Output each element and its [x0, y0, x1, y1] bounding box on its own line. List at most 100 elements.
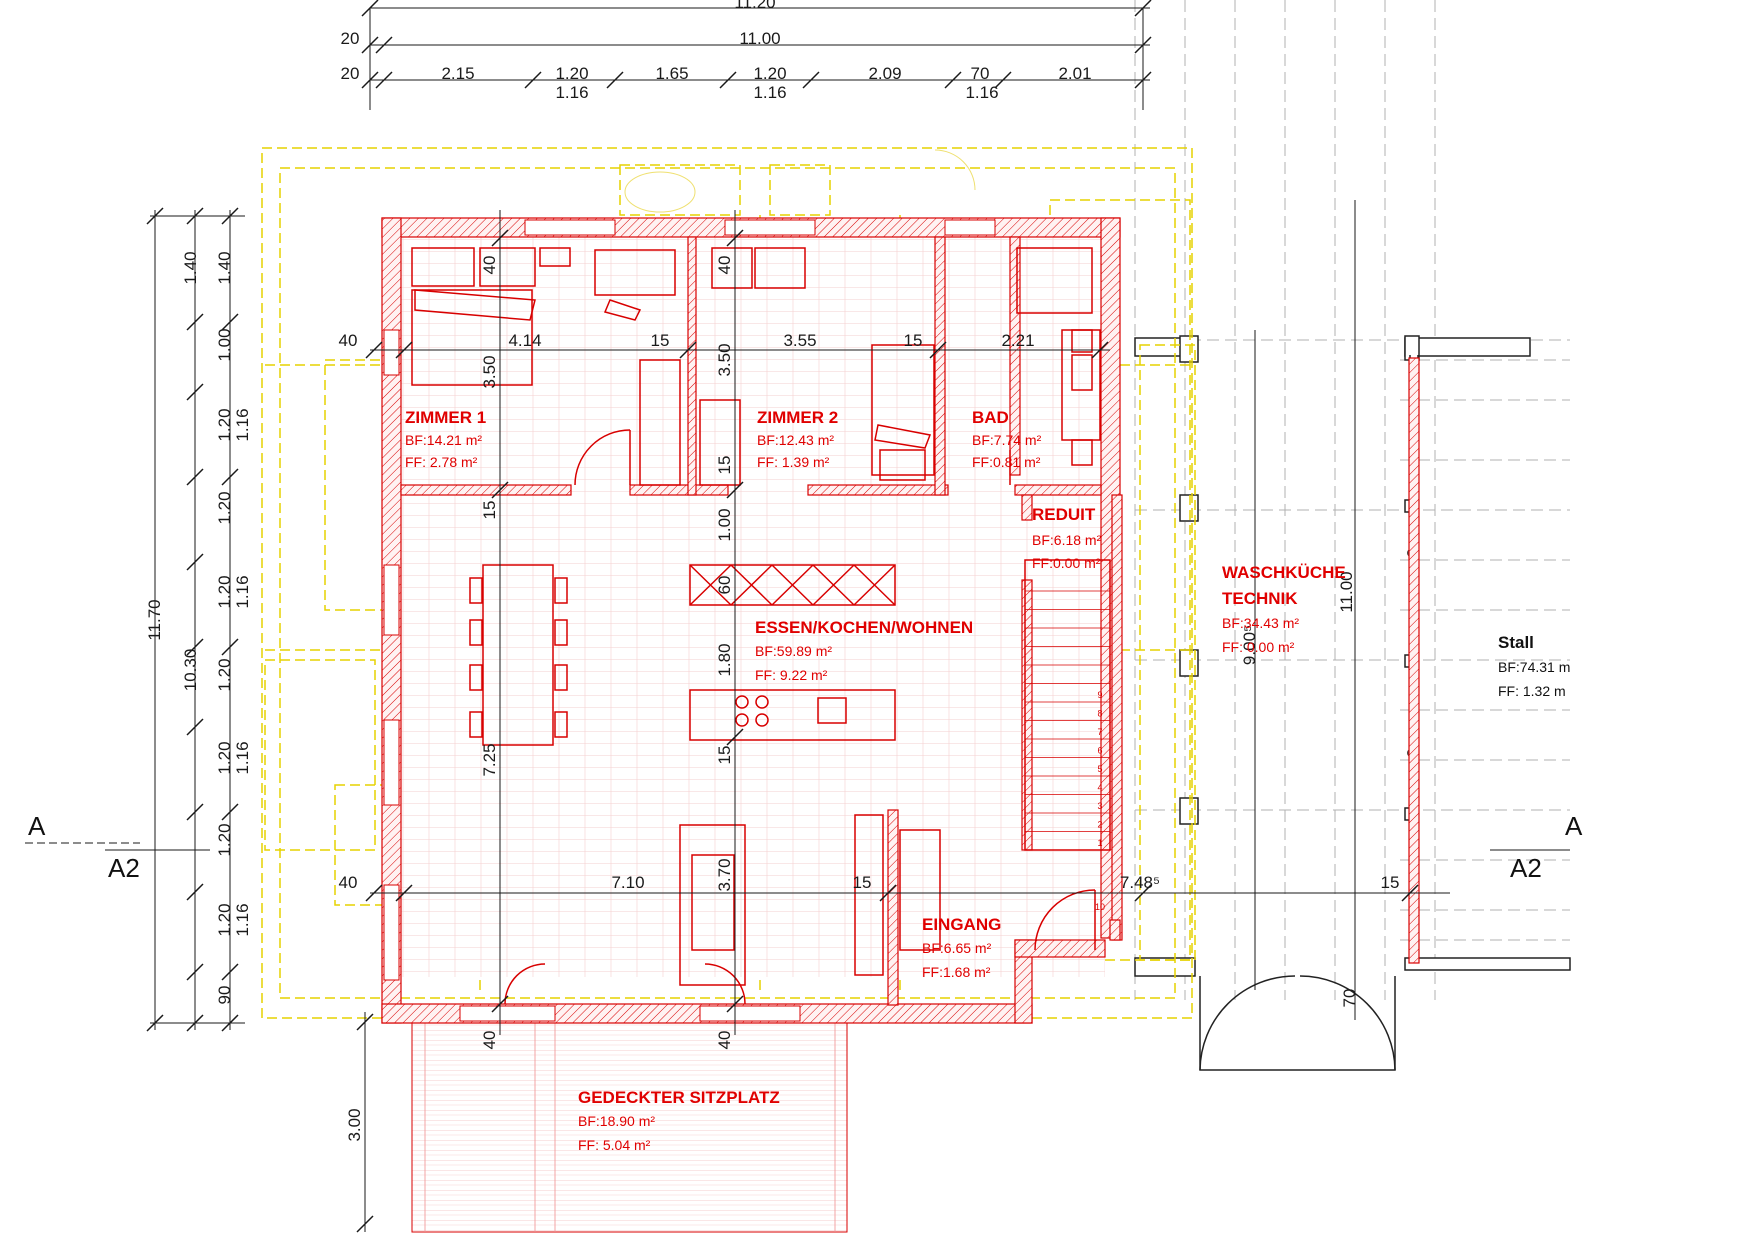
dim-left-inner: 10.30 [181, 649, 200, 692]
room-ff: FF: 9.22 m² [755, 667, 828, 683]
room-ff: FF: 1.32 m [1498, 683, 1566, 699]
room-ff: FF:0.81 m² [972, 454, 1041, 470]
doors [504, 429, 1096, 1005]
dim-left-chain: 1.20 [215, 741, 234, 774]
dim-inner-v: 15 [715, 456, 734, 475]
furniture [411, 247, 1111, 986]
dim-inner-v: 7.25 [480, 743, 499, 776]
dim-annex: 11.00 [1337, 571, 1356, 612]
room-stall: Stall BF:74.31 m FF: 1.32 m [1498, 633, 1570, 699]
room-name: ZIMMER 2 [757, 408, 838, 427]
dim-top-seg: 1.20 [753, 64, 786, 83]
room-bf: BF:59.89 m² [755, 643, 832, 659]
stair-step-number: 10 [1095, 902, 1105, 912]
dim-annex: 9.00⁵ [1240, 625, 1259, 665]
dim-inner-v: 40 [715, 256, 734, 275]
dim-inner-v: 1.80 [715, 643, 734, 676]
dim-left-total: 11.70 [145, 599, 164, 640]
dim-left-chain-b: 1.40 [215, 251, 234, 284]
room-name: EINGANG [922, 915, 1001, 934]
dim-inner-v: 3.50 [715, 343, 734, 376]
dim-inner: 4.14 [508, 331, 541, 350]
dim-top-seg: 2.15 [441, 64, 474, 83]
dim-inner-row2: 15 [853, 873, 872, 892]
section-a-left: A [28, 811, 46, 841]
dim-inner-row2: 7.48⁵ [1120, 873, 1160, 892]
stair-step-number: 2 [1097, 820, 1102, 830]
dim-inner-v: 60 [715, 576, 734, 595]
room-essen-kochen-wohnen: ESSEN/KOCHEN/WOHNEN BF:59.89 m² FF: 9.22… [755, 618, 973, 683]
dimension-lines [146, 0, 1450, 1233]
room-name-2: TECHNIK [1222, 589, 1298, 608]
room-ff: FF: 5.04 m² [578, 1137, 651, 1153]
room-reduit: REDUIT BF:6.18 m² FF:0.00 m² [1032, 505, 1102, 571]
room-bad: BAD BF:7.74 m² FF:0.81 m² [972, 408, 1042, 470]
dim-left-chain: 1.00 [215, 328, 234, 361]
stair-step-number: 7 [1097, 727, 1102, 737]
room-labels: ZIMMER 1 BF:14.21 m² FF: 2.78 m² ZIMMER … [405, 408, 1570, 1153]
room-name: WASCHKÜCHE [1222, 563, 1346, 582]
section-a2-right: A2 [1510, 853, 1542, 883]
room-ff: FF: 1.39 m² [757, 454, 830, 470]
dim-left-chain: 1.20 [215, 658, 234, 691]
stair-step-number: 6 [1097, 746, 1102, 756]
room-ff: FF:0.00 m² [1032, 555, 1101, 571]
room-bf: BF:34.43 m² [1222, 615, 1299, 631]
dim-inner-v: 40 [480, 256, 499, 275]
dim-left-chain: 1.20 [215, 575, 234, 608]
stair-step-number: 4 [1097, 783, 1102, 793]
dim-inner-v: 3.50 [480, 355, 499, 388]
annex-structure [1134, 0, 1571, 1071]
section-markers: A A2 A2 A [25, 811, 1583, 883]
room-ff: FF: 2.78 m² [405, 454, 478, 470]
room-eingang: EINGANG BF:6.65 m² FF:1.68 m² [922, 915, 1001, 980]
dim-left-chain: 1.20 [215, 823, 234, 856]
stair-step-number: 8 [1097, 709, 1102, 719]
dim-inner-row2: 7.10 [611, 873, 644, 892]
room-zimmer-2: ZIMMER 2 BF:12.43 m² FF: 1.39 m² [757, 408, 838, 470]
dim-inner: 3.55 [783, 331, 816, 350]
dim-bottom-v: 3.00 [345, 1108, 364, 1141]
dim-top-seg: 70 [971, 64, 990, 83]
room-bf: BF:7.74 m² [972, 432, 1042, 448]
dim-inner-v: 3.70 [715, 858, 734, 891]
dim-inner: 2.21 [1001, 331, 1034, 350]
room-name: GEDECKTER SITZPLATZ [578, 1088, 780, 1107]
covered-terrace [411, 1019, 848, 1233]
dim-left-chain: 1.20 [215, 491, 234, 524]
dim-inner-v: 15 [480, 501, 499, 520]
dim-left-chain-b: 1.16 [233, 575, 252, 608]
dim-top-seg: 2.09 [868, 64, 901, 83]
dim-inner: 40 [339, 331, 358, 350]
room-waschkueche-technik: WASCHKÜCHE TECHNIK BF:34.43 m² FF: 0.00 … [1222, 563, 1346, 655]
dim-bottom-v: 40 [715, 1031, 734, 1050]
walls [381, 217, 1123, 1024]
stair-step-number: 3 [1097, 801, 1102, 811]
dimension-labels: 11.20 20 11.00 20 2.15 1.20 1.65 1.20 2.… [145, 0, 1399, 1142]
room-ff: FF: 0.00 m² [1222, 639, 1295, 655]
dim-left-chain: 90 [215, 986, 234, 1005]
room-bf: BF:14.21 m² [405, 432, 482, 448]
dim-top-row1-total: 11.00 [739, 29, 780, 48]
dim-left-chain: 1.20 [215, 903, 234, 936]
dim-top-seg: 1.65 [655, 64, 688, 83]
interior-floor [390, 237, 1105, 977]
dim-inner: 15 [904, 331, 923, 350]
dim-top-row1-offset: 20 [341, 29, 360, 48]
dim-inner: 15 [651, 331, 670, 350]
room-bf: BF:12.43 m² [757, 432, 834, 448]
room-gedeckter-sitzplatz: GEDECKTER SITZPLATZ BF:18.90 m² FF: 5.04… [578, 1088, 780, 1153]
dim-inner-row2: 40 [339, 873, 358, 892]
dim-inner-v: 1.00 [715, 508, 734, 541]
dim-top-window: 1.16 [753, 83, 786, 102]
dim-inner-v: 15 [715, 746, 734, 765]
room-bf: BF:74.31 m [1498, 659, 1570, 675]
dim-top-overall: 11.20 [734, 0, 775, 12]
room-bf: BF:6.65 m² [922, 940, 992, 956]
room-name: Stall [1498, 633, 1534, 652]
room-name: ZIMMER 1 [405, 408, 486, 427]
dim-top-row2-offset: 20 [341, 64, 360, 83]
room-ff: FF:1.68 m² [922, 964, 991, 980]
